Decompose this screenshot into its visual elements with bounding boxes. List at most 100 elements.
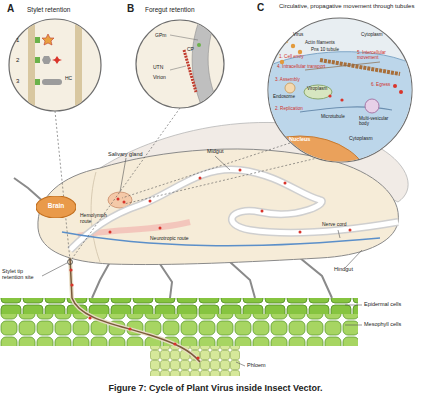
callout-number: 1 [16, 37, 19, 44]
part-label: Salivary gland [108, 151, 143, 157]
stylet [70, 258, 200, 362]
step-label: 2. Replication [275, 106, 303, 111]
insect-body [38, 149, 398, 265]
panel-letter: C [257, 2, 264, 13]
insect-legs [160, 264, 172, 298]
leader-lines [215, 156, 230, 170]
panel-title: Stylet retention [27, 6, 70, 13]
nerve-cord [62, 232, 380, 246]
panel-circle: C Circulative, propagative movement throu… [245, 2, 429, 164]
part-label: Stylet tip retention site [2, 268, 46, 280]
part-label: GPm [155, 33, 166, 39]
part-label: Hindgut [334, 266, 353, 272]
leader-lines [55, 111, 70, 260]
virus-particles [173, 342, 176, 345]
retention-site [68, 260, 73, 265]
leader-lines [122, 143, 290, 198]
part-label: Viroplasm [307, 86, 327, 91]
virus-particles [284, 182, 287, 185]
insect-legs [230, 262, 255, 298]
virus-particles [70, 283, 73, 286]
part-label: Actin filaments [305, 40, 335, 45]
panel-letter: A [7, 3, 14, 14]
leader-lines [42, 263, 67, 276]
leader-lines [338, 230, 340, 238]
part-label: Multi-vesicular body [359, 116, 393, 126]
virus-particles [299, 231, 302, 234]
virus-particles [261, 210, 264, 213]
plant-tissue [0, 298, 358, 314]
part-label: Mesophyll cells [364, 321, 401, 327]
step-label: 3. Assembly [275, 77, 300, 82]
part-label: CP [187, 47, 194, 53]
virus-particles [109, 231, 112, 234]
gut-tube [70, 169, 398, 250]
insect-legs [92, 262, 110, 298]
leader-lines [236, 362, 245, 366]
panel-circle-outline [125, 3, 229, 111]
part-label: Epidermal cells [364, 301, 401, 307]
panel-circle-outline [245, 2, 429, 164]
panel-circle-outline [5, 3, 109, 117]
virus-particles [117, 198, 120, 201]
step-label: 4. Intracellular transport [277, 64, 325, 69]
leader-lines [345, 305, 362, 306]
gut-tube [70, 169, 398, 250]
part-label: Nerve cord [322, 222, 346, 228]
plant-tissue [150, 346, 240, 376]
part-label: Microtubule [321, 114, 345, 119]
part-label: Phloem [247, 362, 266, 368]
part-label: UTN [153, 65, 163, 71]
stylet [70, 258, 200, 362]
part-label: Neurotropic route [150, 236, 189, 242]
stylet [70, 258, 200, 362]
leader-lines [124, 155, 330, 204]
virus-particles [239, 169, 242, 172]
virus-particles [69, 169, 351, 360]
brain-region: Brain [36, 196, 76, 218]
part-label: Pns 10 tubule [311, 47, 339, 52]
panel-circle-shape [268, 18, 412, 162]
gut-tube [70, 169, 398, 250]
virus-particles [88, 316, 91, 319]
panel-circle-shape [136, 20, 224, 108]
leader-lines [345, 325, 362, 326]
virus-particles [349, 229, 352, 232]
panel-title: Foregut retention [145, 6, 195, 13]
insect-body [38, 149, 398, 265]
step-label: 6. Egress [371, 82, 390, 87]
brain-region-shape [36, 196, 76, 218]
part-label: Hemolymph route [80, 213, 110, 224]
figure-caption: Figure 7: Cycle of Plant Virus inside In… [0, 384, 431, 394]
plant-tissue [0, 314, 358, 346]
part-label: Cytoplasm [361, 32, 383, 37]
part-label: Virus [293, 32, 303, 37]
insect-legs [300, 258, 332, 298]
step-label: 1. Cell entry [279, 54, 304, 59]
virus-particles [123, 201, 126, 204]
panel-circle: B Foregut retentionGPmCP UTN Virion [125, 3, 229, 111]
panel-title: Circulative, propagative movement throug… [279, 3, 419, 10]
virus-particles [128, 327, 131, 330]
part-label: Brain [36, 202, 76, 209]
nerve-cord [62, 232, 380, 246]
virus-particles [199, 177, 202, 180]
callout-number: 2 [16, 57, 19, 64]
callout-number: 3 [16, 78, 19, 85]
part-label: Endosome [273, 94, 295, 99]
part-label: Virion [153, 75, 166, 81]
virus-particles [159, 227, 162, 230]
panel-letter: B [127, 3, 134, 14]
virus-particles [149, 200, 152, 203]
part-label: Cytoplasm [349, 136, 373, 142]
leader-lines [345, 250, 362, 268]
panel-circle: AStylet retention123HC [5, 3, 109, 117]
plant-tissue [0, 298, 358, 376]
part-label: Nucleus [289, 136, 310, 142]
virus-particles [69, 268, 72, 271]
step-label: 5. Intercellular movement [357, 50, 397, 60]
leader-lines [120, 158, 126, 192]
panel-circle-shape [9, 19, 101, 111]
retention-site [68, 260, 73, 265]
